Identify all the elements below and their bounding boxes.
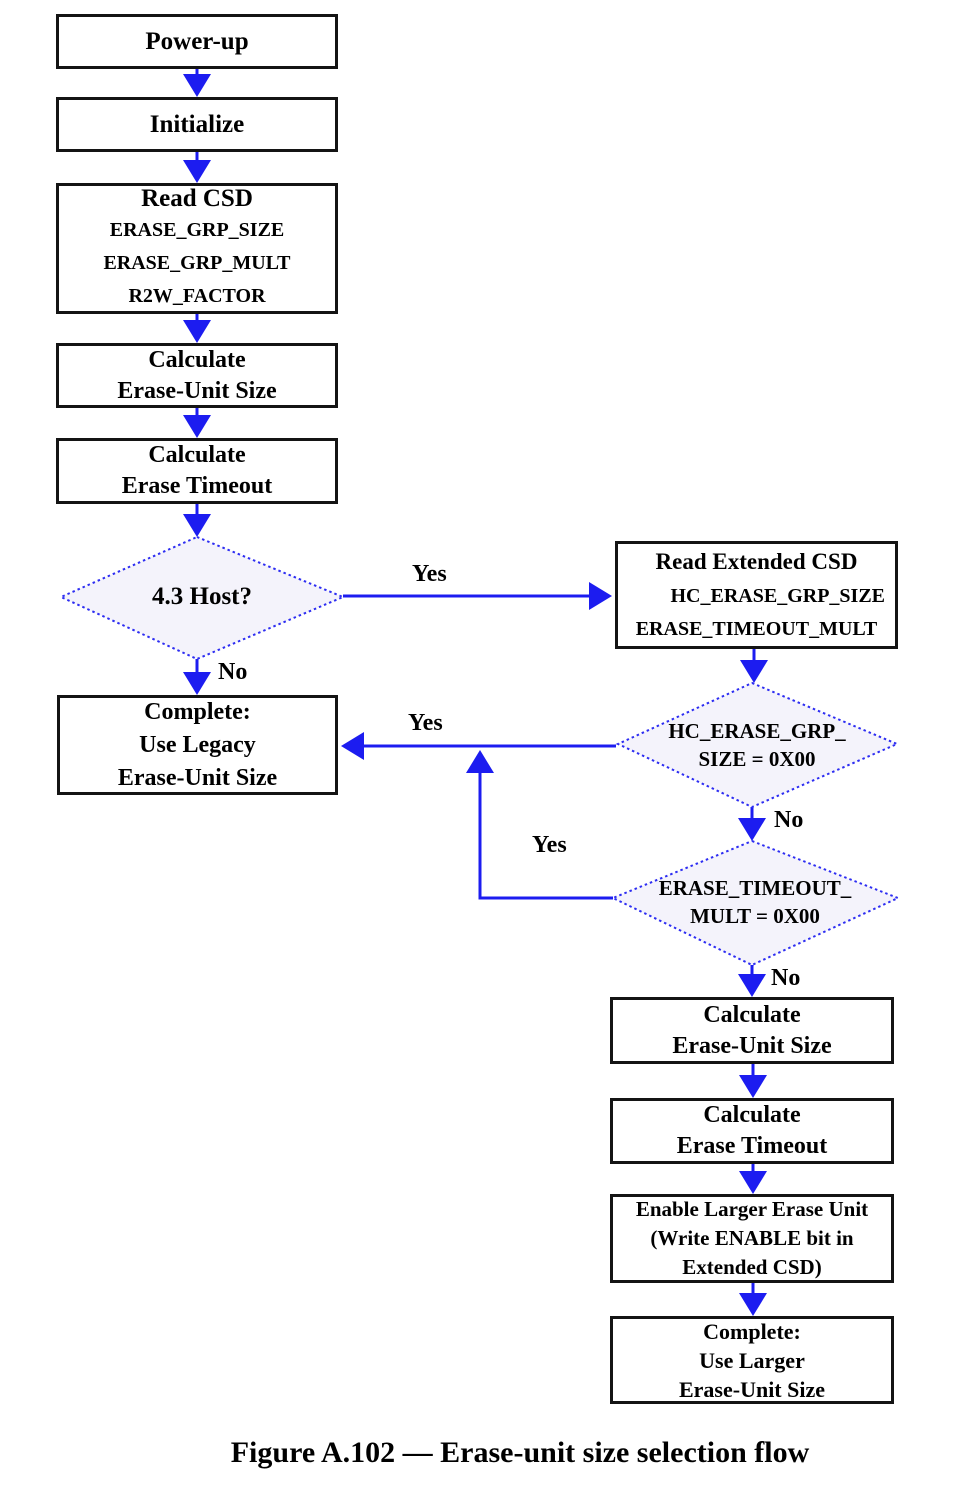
edge-label-host-no: No [218,659,248,685]
node-label: Calculate [148,442,246,468]
figure-caption: Figure A.102 — Erase-unit size selection… [230,1436,810,1469]
node-label: Use Legacy [139,731,256,758]
decision-label-hc-erase-grp: HC_ERASE_GRP_ SIZE = 0X00 [617,717,897,773]
node-enable-larger-erase-unit: Enable Larger Erase Unit (Write ENABLE b… [610,1194,894,1283]
node-label: Enable Larger Erase Unit [635,1197,869,1221]
node-label: ERASE_GRP_MULT [103,252,291,274]
node-label: Erase-Unit Size [672,1032,832,1059]
node-complete-use-legacy: Complete: Use Legacy Erase-Unit Size [57,695,338,795]
decision-diamond-host [58,535,346,661]
node-label: ERASE_TIMEOUT_ [658,876,852,900]
node-label: Read CSD [141,185,253,212]
node-calculate-erase-unit-size-left: Calculate Erase-Unit Size [56,343,338,408]
node-read-csd: Read CSD ERASE_GRP_SIZE ERASE_GRP_MULT R… [56,183,338,314]
decision-diamond-hc-erase-grp [615,681,900,809]
node-label: MULT = 0X00 [690,904,820,928]
node-label: ERASE_GRP_SIZE [109,219,285,241]
node-calculate-erase-timeout-right: Calculate Erase Timeout [610,1098,894,1164]
node-label: Erase-Unit Size [678,1376,826,1402]
node-label: Erase-Unit Size [117,377,277,404]
node-calculate-erase-timeout-left: Calculate Erase Timeout [56,438,338,504]
edge-label-host-yes: Yes [412,561,447,587]
node-complete-use-larger: Complete: Use Larger Erase-Unit Size [610,1316,894,1404]
node-label: Extended CSD) [682,1255,822,1279]
node-label: Complete: [144,698,251,725]
edge-label-timeout-no: No [771,965,801,991]
node-label: Use Larger [699,1347,805,1373]
node-initialize: Initialize [56,97,338,152]
node-label: Calculate [703,1102,801,1128]
edge-label-hc-grp-no: No [774,807,804,833]
flow-arrows [183,68,768,1316]
decision-diamond-erase-timeout [610,839,901,967]
node-label: ERASE_TIMEOUT_MULT [635,618,878,640]
node-label: (Write ENABLE bit in [650,1226,854,1250]
node-label: HC_ERASE_GRP_SIZE [670,585,886,607]
node-label: Erase Timeout [676,1133,828,1159]
node-label: 4.3 Host? [152,583,252,610]
node-label: HC_ERASE_GRP_ [668,719,846,743]
node-label: Power-up [145,27,249,55]
node-label: Read Extended CSD [655,549,858,574]
node-label: Erase-Unit Size [117,764,278,791]
edge-label-hc-grp-yes: Yes [408,710,443,736]
decision-label-erase-timeout: ERASE_TIMEOUT_ MULT = 0X00 [615,874,895,930]
node-power-up: Power-up [56,14,338,69]
node-label: Initialize [149,110,245,138]
node-label: R2W_FACTOR [128,285,266,307]
node-label: Erase Timeout [121,473,273,499]
node-calculate-erase-unit-size-right: Calculate Erase-Unit Size [610,997,894,1064]
node-label: SIZE = 0X00 [698,747,816,771]
edge-label-timeout-yes: Yes [532,832,567,858]
node-read-extended-csd: Read Extended CSD HC_ERASE_GRP_SIZE ERAS… [615,541,898,649]
node-label: Calculate [148,346,246,373]
node-label: Calculate [703,1001,801,1028]
node-label: Complete: [703,1318,801,1344]
decision-label-host: 4.3 Host? [62,582,342,612]
